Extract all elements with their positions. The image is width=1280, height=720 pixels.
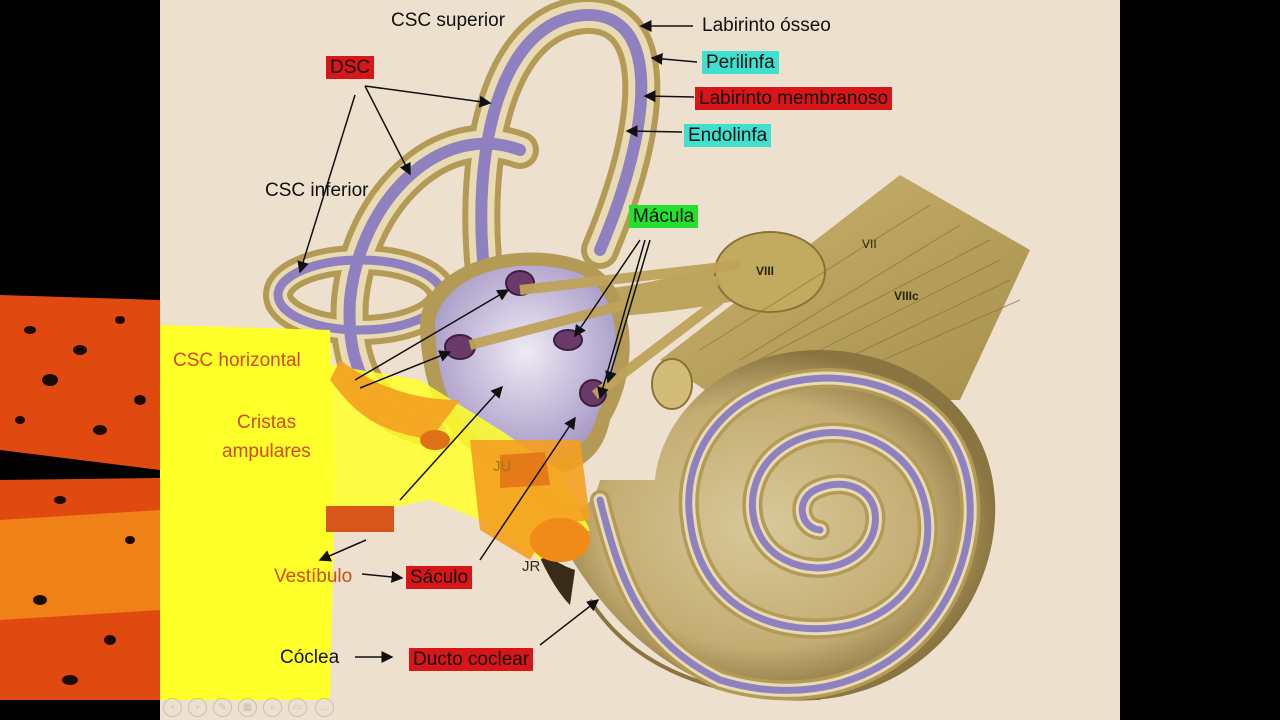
- zoom-icon[interactable]: ⌕: [263, 698, 282, 717]
- label-ju: JU: [493, 458, 512, 475]
- subtitles-icon[interactable]: ▭: [288, 698, 307, 717]
- slides-icon[interactable]: ▦: [238, 698, 257, 717]
- prev-icon[interactable]: ‹: [163, 698, 182, 717]
- label-endolinfa: Endolinfa: [684, 124, 772, 147]
- label-nerve-viiic: VIIIc: [894, 289, 919, 303]
- label-perilinfa: Perilinfa: [702, 51, 779, 74]
- label-csc-superior: CSC superior: [391, 10, 506, 31]
- label-macula: Mácula: [629, 205, 699, 228]
- label-csc-horizontal: CSC horizontal: [173, 350, 301, 371]
- label-cristas-line2: ampulares: [222, 441, 311, 462]
- label-labirinto-membranoso: Labirinto membranoso: [695, 87, 893, 110]
- highlight-overlay: [160, 325, 590, 700]
- left-overlay: [0, 295, 160, 700]
- label-labirinto-osseo: Labirinto ósseo: [702, 15, 831, 36]
- pointer-arrows: [297, 20, 698, 663]
- label-nerve-viii: VIII: [756, 264, 775, 278]
- label-dsc: DSC: [326, 56, 375, 79]
- label-saculo: Sáculo: [406, 566, 473, 589]
- pen-icon[interactable]: ✎: [213, 698, 232, 717]
- label-vestibulo: Vestíbulo: [274, 566, 353, 587]
- label-cristas-line1: Cristas: [237, 412, 297, 433]
- label-coclea: Cóclea: [280, 647, 340, 668]
- more-icon[interactable]: …: [315, 698, 334, 717]
- label-ducto-coclear: Ducto coclear: [409, 648, 534, 671]
- label-csc-inferior: CSC inferior: [265, 180, 369, 201]
- next-icon[interactable]: ›: [188, 698, 207, 717]
- label-nerve-vii: VII: [862, 237, 877, 251]
- cochlea: [530, 350, 996, 701]
- label-jr: JR: [522, 558, 541, 575]
